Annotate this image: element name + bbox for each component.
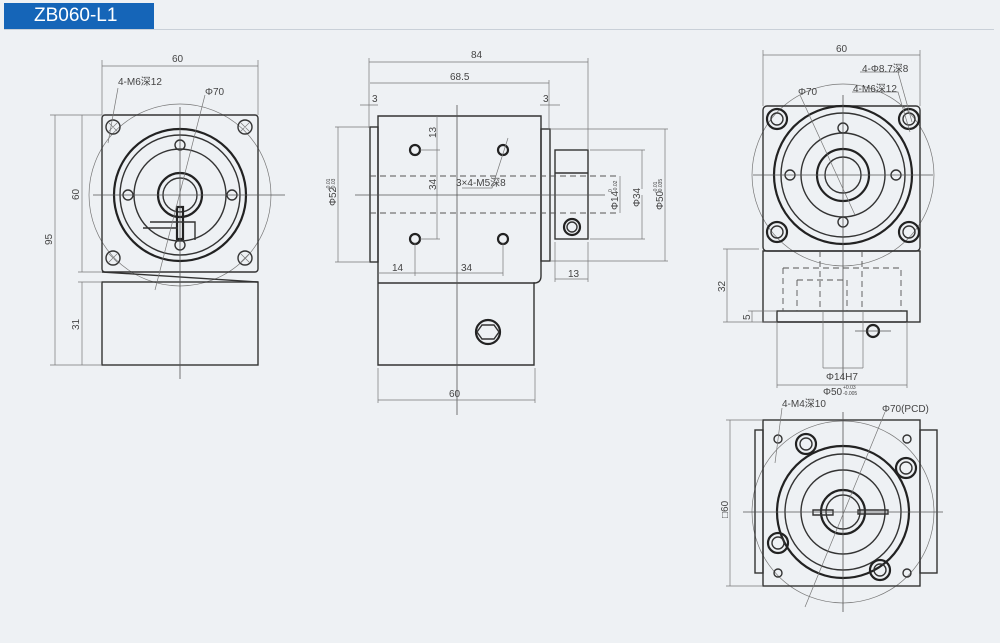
- svg-text:-0.01: -0.01: [326, 178, 332, 190]
- label-rear-holes: 4-M6深12: [853, 83, 897, 95]
- model-title: ZB060-L1: [4, 3, 154, 29]
- svg-text:+0.03: +0.03: [843, 385, 856, 391]
- dim-length-body: 68.5: [450, 72, 470, 83]
- label-counterbore: 4-Φ8.7深8: [862, 63, 909, 75]
- dim-base-width: 60: [449, 389, 461, 400]
- dim-square: □60: [720, 500, 731, 518]
- front-view: 60 4-M6深12 Φ70 95 60 31: [44, 54, 285, 379]
- svg-text:-0.01: -0.01: [653, 181, 659, 193]
- dim-shaft: Φ14: [610, 190, 621, 210]
- rear-view: 60 4-Φ8.7深8 4-M6深12 Φ70 32 5 Φ14H7 Φ50 +…: [717, 44, 935, 398]
- dim-step: 5: [742, 314, 753, 320]
- dim-pilot: Φ50: [823, 387, 843, 398]
- svg-text:-0.035: -0.035: [658, 179, 664, 193]
- label-holes: 4-M6深12: [118, 76, 162, 88]
- dim-hole-v1: 13: [428, 126, 439, 138]
- dim-height-total: 95: [44, 233, 55, 245]
- dim-flange-left: 3: [372, 94, 378, 105]
- dim-hole-offset: 14: [392, 263, 404, 274]
- bolt-holes: [105, 119, 253, 266]
- svg-text:0: 0: [608, 189, 614, 192]
- label-bottom-pcd: Φ70(PCD): [882, 404, 929, 415]
- bottom-view: 4-M4深10 Φ70(PCD) □60: [720, 398, 943, 612]
- dim-hub: Φ34: [632, 187, 643, 207]
- dim-hole-v2: 34: [428, 178, 439, 190]
- drawing-frame: [4, 29, 994, 640]
- dim-bore: Φ14H7: [826, 372, 858, 383]
- svg-text:-0.005: -0.005: [843, 391, 857, 397]
- side-view: 84 68.5 3 3 13 34 14 34 3×4-M5深8 13 60 Φ…: [326, 50, 668, 415]
- label-side-holes: 3×4-M5深8: [456, 177, 506, 189]
- dim-hub-length: 13: [568, 269, 580, 280]
- svg-text:-0.02: -0.02: [613, 180, 619, 192]
- rear-dim-width: 60: [836, 44, 848, 55]
- dim-height: 32: [717, 280, 728, 292]
- dim-height-base: 31: [71, 318, 82, 330]
- output-hub: [554, 149, 589, 240]
- dim-pilot: Φ52: [328, 186, 339, 206]
- dim-flange-right: 3: [543, 94, 549, 105]
- dim-length-total: 84: [471, 50, 483, 61]
- dim-width: 60: [172, 54, 184, 65]
- label-pcd: Φ70: [205, 87, 225, 98]
- svg-text:-0.03: -0.03: [331, 178, 337, 190]
- dim-hole-h: 34: [461, 263, 473, 274]
- label-rear-pcd: Φ70: [798, 87, 818, 98]
- gearbox-body: [377, 115, 542, 366]
- label-bottom-holes: 4-M4深10: [782, 398, 826, 410]
- dim-output-pilot: Φ50: [655, 190, 666, 210]
- dim-height-flange: 60: [71, 188, 82, 200]
